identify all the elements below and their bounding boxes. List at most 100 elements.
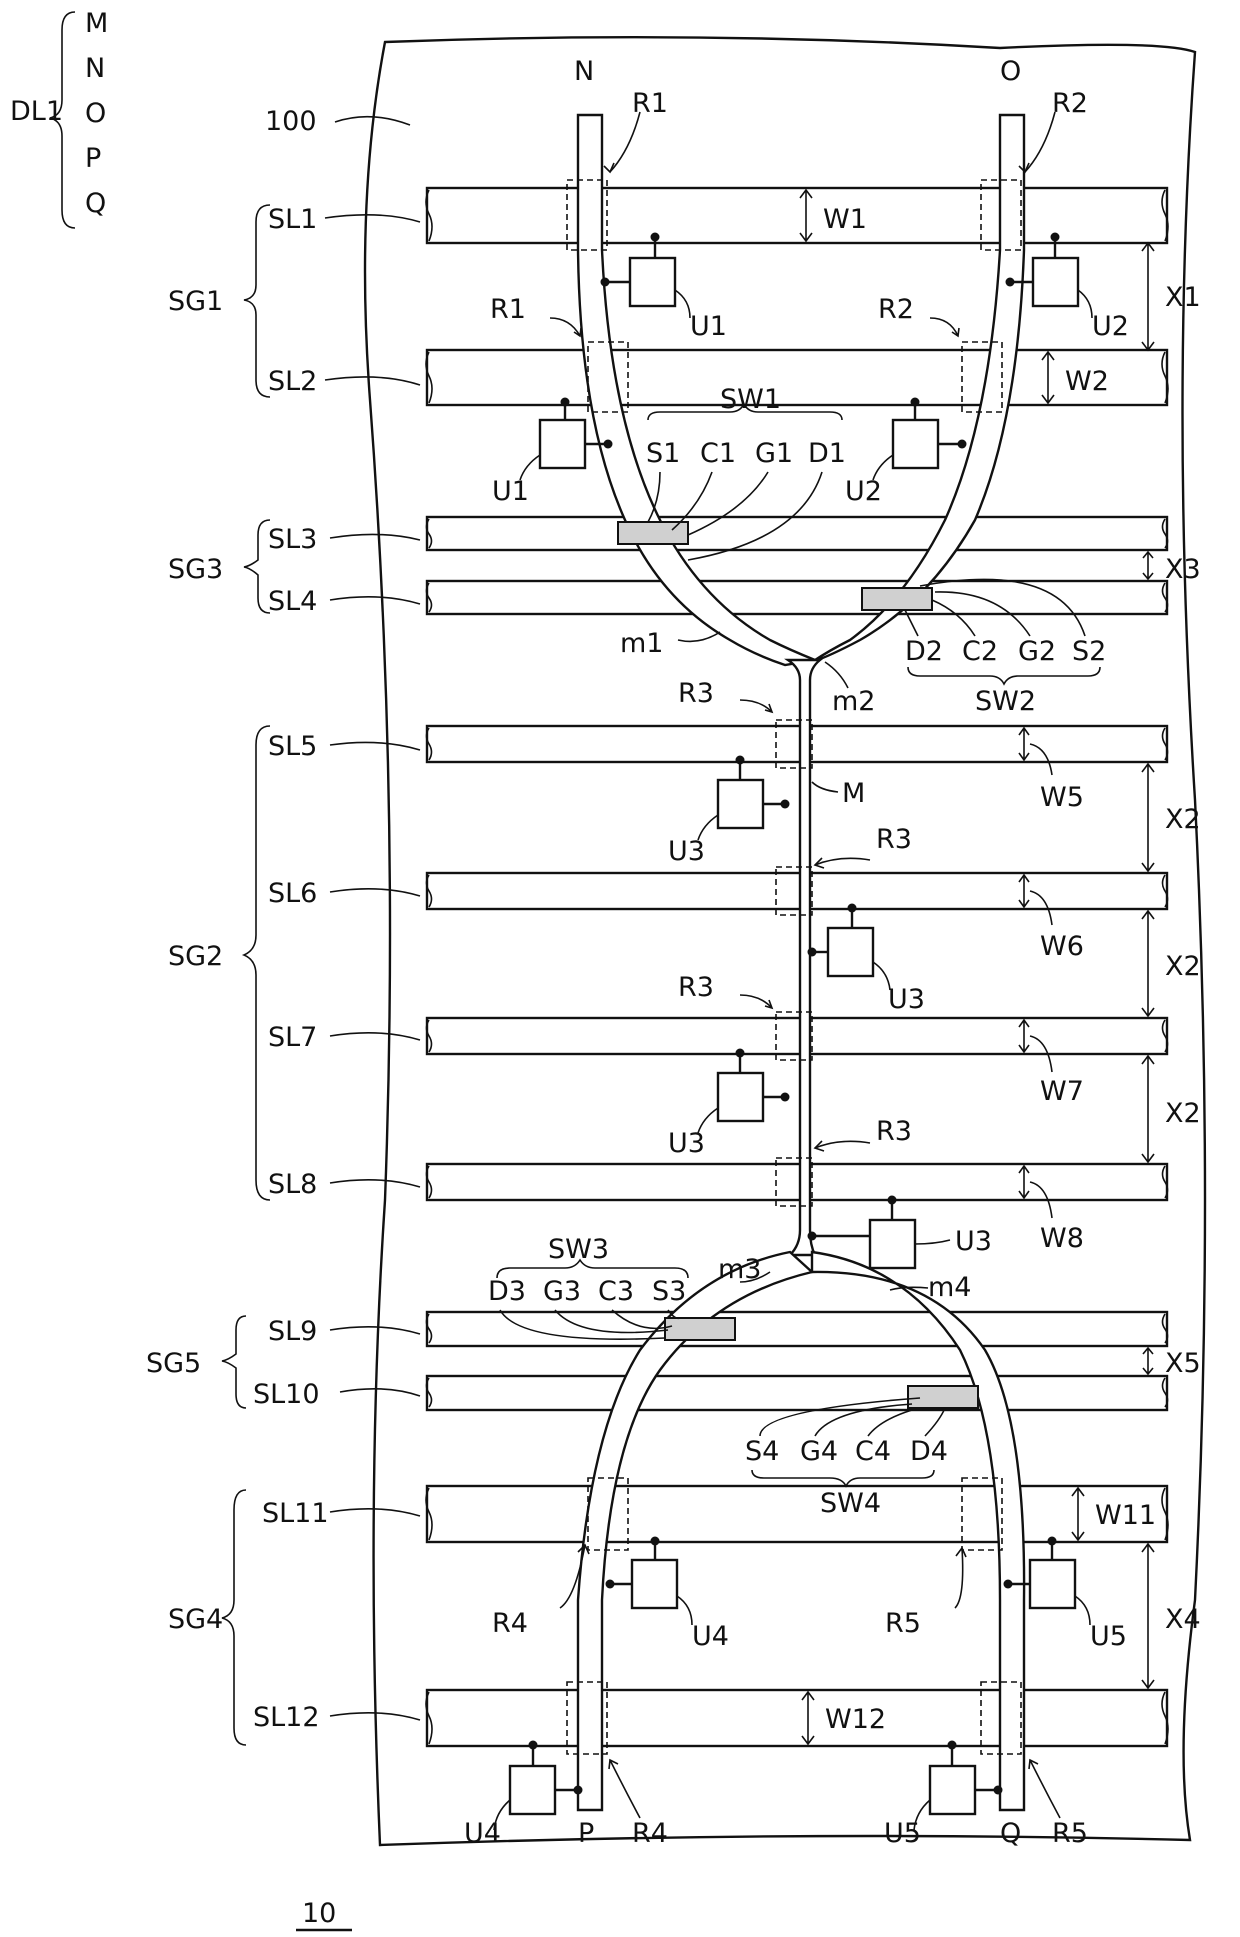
switch-part-label: C2 bbox=[962, 636, 998, 667]
switch-part-label: G3 bbox=[543, 1276, 581, 1307]
scan-line-sl2 bbox=[427, 350, 1167, 405]
scan-line-sl9 bbox=[427, 1312, 1167, 1346]
switch-part-label: G4 bbox=[800, 1436, 838, 1467]
line-end-label: Q bbox=[1000, 1818, 1021, 1849]
width-label: W12 bbox=[825, 1704, 886, 1735]
unit-label: U5 bbox=[1090, 1621, 1127, 1652]
unit-box bbox=[540, 420, 585, 468]
width-label: W7 bbox=[1040, 1076, 1084, 1107]
switch-label: SW4 bbox=[820, 1488, 881, 1519]
unit-label: U3 bbox=[955, 1226, 992, 1257]
scan-line-sl6 bbox=[427, 873, 1167, 909]
region-label: R1 bbox=[490, 294, 526, 325]
scan-line-sl12 bbox=[427, 1690, 1167, 1746]
scan-line-label: SL3 bbox=[268, 524, 317, 555]
scan-group-label: SG5 bbox=[146, 1348, 201, 1379]
width-label: W8 bbox=[1040, 1223, 1084, 1254]
region-label: R5 bbox=[885, 1608, 921, 1639]
unit-box bbox=[870, 1220, 915, 1268]
unit-box bbox=[718, 780, 763, 828]
scan-group-label: SG2 bbox=[168, 941, 223, 972]
scan-line-sl8 bbox=[427, 1164, 1167, 1200]
scan-line-label: SL8 bbox=[268, 1169, 317, 1200]
scan-line-label: SL4 bbox=[268, 586, 317, 617]
switch-part-label: G2 bbox=[1018, 636, 1056, 667]
switch-part-label: S3 bbox=[652, 1276, 686, 1307]
scan-line-bars bbox=[427, 188, 1167, 1746]
region-label: R2 bbox=[878, 294, 914, 325]
switch-part-label: S4 bbox=[745, 1436, 779, 1467]
unit-box bbox=[510, 1766, 555, 1814]
region-label: R2 bbox=[1052, 88, 1088, 119]
spacing-label: X2 bbox=[1165, 1098, 1201, 1129]
unit-label: U4 bbox=[464, 1818, 501, 1849]
dl1-label: DL1 bbox=[10, 96, 63, 127]
switch-sw4 bbox=[908, 1386, 978, 1408]
unit-box bbox=[1030, 1560, 1075, 1608]
width-label: W11 bbox=[1095, 1500, 1156, 1531]
line-end-label: M bbox=[842, 778, 865, 809]
region-label: R4 bbox=[632, 1818, 668, 1849]
scan-line-label: SL6 bbox=[268, 878, 317, 909]
unit-box bbox=[632, 1560, 677, 1608]
switch-sw2 bbox=[862, 588, 932, 610]
scan-line-sl5 bbox=[427, 726, 1167, 762]
spacing-label: X2 bbox=[1165, 951, 1201, 982]
unit-box bbox=[718, 1073, 763, 1121]
spacing-label: X4 bbox=[1165, 1604, 1201, 1635]
spacing-label: X5 bbox=[1165, 1348, 1201, 1379]
switch-part-label: C4 bbox=[855, 1436, 891, 1467]
scan-line-label: SL12 bbox=[253, 1702, 320, 1733]
dl1-member: N bbox=[85, 53, 105, 84]
spacing-label: X2 bbox=[1165, 804, 1201, 835]
unit-label: U1 bbox=[690, 311, 727, 342]
unit-box bbox=[1033, 258, 1078, 306]
switch-part-label: C3 bbox=[598, 1276, 634, 1307]
scan-line-label: SL2 bbox=[268, 366, 317, 397]
switch-part-label: D2 bbox=[905, 636, 943, 667]
switch-part-label: D1 bbox=[808, 438, 846, 469]
unit-label: U5 bbox=[884, 1818, 921, 1849]
scan-line-label: SL7 bbox=[268, 1022, 317, 1053]
switch-label: SW2 bbox=[975, 686, 1036, 717]
width-label: W6 bbox=[1040, 931, 1084, 962]
branch-label: m2 bbox=[832, 686, 875, 717]
unit-label: U3 bbox=[668, 836, 705, 867]
switch-part-label: S2 bbox=[1072, 636, 1106, 667]
width-label: W1 bbox=[823, 204, 867, 235]
line-end-label: O bbox=[1000, 56, 1021, 87]
unit-box bbox=[930, 1766, 975, 1814]
scan-group-label: SG4 bbox=[168, 1604, 223, 1635]
unit-box bbox=[828, 928, 873, 976]
switch-part-label: C1 bbox=[700, 438, 736, 469]
figure-number: 10 bbox=[302, 1898, 336, 1929]
unit-label: U1 bbox=[492, 476, 529, 507]
scan-line-label: SL5 bbox=[268, 731, 317, 762]
scan-line-label: SL10 bbox=[253, 1379, 320, 1410]
dl1-member: M bbox=[85, 8, 108, 39]
unit-label: U4 bbox=[692, 1621, 729, 1652]
dl1-member: P bbox=[85, 143, 101, 174]
unit-label: U2 bbox=[1092, 311, 1129, 342]
region-label: R3 bbox=[678, 678, 714, 709]
dl1-member: O bbox=[85, 98, 106, 129]
region-label: R1 bbox=[632, 88, 668, 119]
region-label: R4 bbox=[492, 1608, 528, 1639]
scan-line-sl3 bbox=[427, 517, 1167, 550]
scan-line-label: SL1 bbox=[268, 204, 317, 235]
region-label: R3 bbox=[876, 824, 912, 855]
branch-label: m4 bbox=[928, 1272, 971, 1303]
region-label: R5 bbox=[1052, 1818, 1088, 1849]
scan-line-label: SL11 bbox=[262, 1498, 329, 1529]
line-end-label: P bbox=[578, 1818, 594, 1849]
switch-sw3 bbox=[665, 1318, 735, 1340]
dl1-member: Q bbox=[85, 188, 106, 219]
line-end-label: N bbox=[574, 56, 594, 87]
switch-part-label: D4 bbox=[910, 1436, 948, 1467]
scan-group-label: SG3 bbox=[168, 554, 223, 585]
width-label: W5 bbox=[1040, 782, 1084, 813]
unit-label: U2 bbox=[845, 476, 882, 507]
region-label: R3 bbox=[876, 1116, 912, 1147]
switch-label: SW3 bbox=[548, 1234, 609, 1265]
